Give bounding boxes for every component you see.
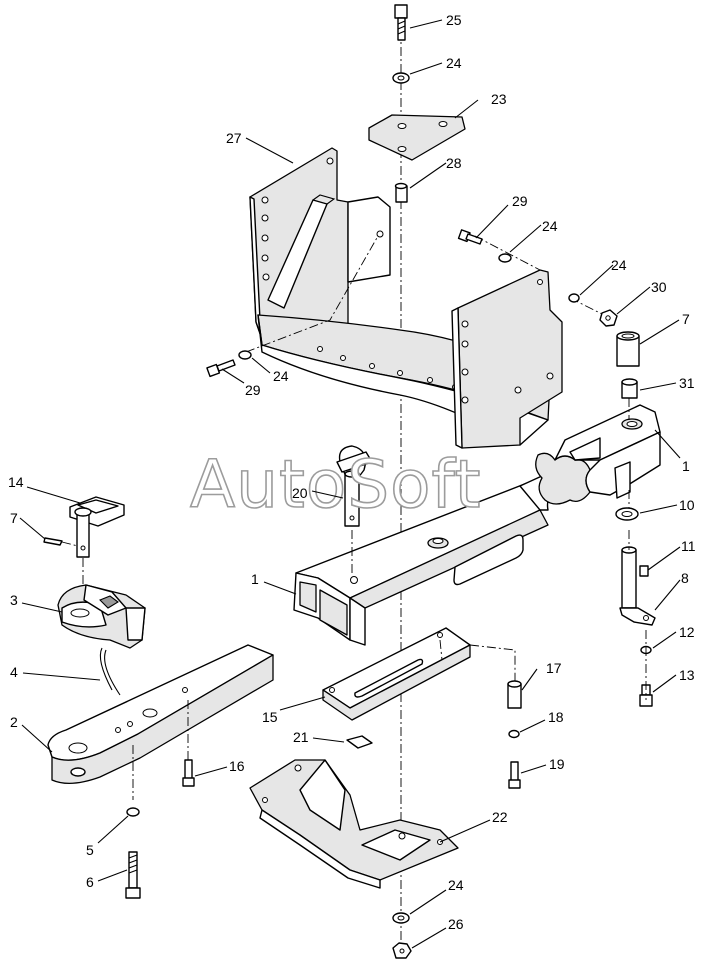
callout-1: 1: [251, 571, 259, 587]
part-15-slide-plate: [322, 627, 471, 721]
part-31-bushing: [621, 378, 638, 399]
part-19-bolt: [508, 761, 521, 789]
callout-7: 7: [10, 510, 18, 526]
callout-13: 13: [679, 667, 695, 683]
callout-28: 28: [446, 155, 462, 171]
part-29-bolt-lower: [206, 359, 236, 378]
callout-25: 25: [446, 12, 462, 28]
callout-26: 26: [448, 916, 464, 932]
callout-12: 12: [679, 624, 695, 640]
part-18-lockwasher: [508, 729, 520, 739]
part-24-washer-right: [568, 293, 580, 303]
part-28-bushing: [394, 182, 408, 203]
callout-16: 16: [229, 758, 245, 774]
callout-24: 24: [542, 218, 558, 234]
callout-1: 1: [682, 458, 690, 474]
part-8-pin: [619, 546, 656, 626]
callout-24: 24: [446, 55, 462, 71]
callout-23: 23: [491, 91, 507, 107]
callout-14: 14: [8, 474, 24, 490]
part-5-washer: [126, 807, 140, 817]
callout-27: 27: [226, 130, 242, 146]
callout-15: 15: [262, 709, 278, 725]
part-7-clip-pin: [43, 537, 63, 546]
callout-22: 22: [492, 809, 508, 825]
part-23-plate: [368, 114, 466, 161]
part-1-drawbar-section: [535, 404, 661, 505]
callout-31: 31: [679, 375, 695, 391]
callout-11: 11: [681, 538, 696, 554]
part-21-clip: [346, 735, 373, 749]
part-17-spacer: [507, 680, 522, 709]
callout-5: 5: [86, 842, 94, 858]
part-22-bottom-bracket: [249, 759, 459, 889]
part-6-bolt: [125, 851, 141, 899]
callout-24: 24: [273, 368, 289, 384]
callout-30: 30: [651, 279, 667, 295]
callout-3: 3: [10, 592, 18, 608]
leader-lines: [19, 19, 681, 949]
callout-2: 2: [10, 714, 18, 730]
part-25-bolt: [394, 4, 408, 41]
callout-20: 20: [292, 485, 308, 501]
callout-labels: 25 24 23 27 28 29 24 24 30 7 31 24 29 1 …: [8, 12, 696, 932]
part-29-bolt-upper: [457, 229, 483, 245]
callout-8: 8: [681, 570, 689, 586]
callout-29: 29: [245, 382, 261, 398]
callout-7: 7: [682, 311, 690, 327]
callout-17: 17: [546, 660, 562, 676]
part-11-spring-pin: [639, 565, 649, 577]
callout-4: 4: [10, 664, 18, 680]
callout-19: 19: [549, 756, 565, 772]
watermark-text: AutoSoft: [190, 446, 481, 523]
part-14-pin-with-ring: [69, 496, 125, 558]
callout-18: 18: [548, 709, 564, 725]
part-2-drawbar-bar: [47, 644, 274, 784]
part-16-bolt: [182, 759, 195, 787]
callout-21: 21: [293, 729, 309, 745]
callout-6: 6: [86, 874, 94, 890]
part-24-washer-lower: [238, 350, 252, 360]
callout-10: 10: [679, 497, 695, 513]
callout-24: 24: [448, 877, 464, 893]
part-4-spring-clip: [99, 647, 121, 696]
part-7-bushing-upper: [616, 331, 640, 367]
callout-29: 29: [512, 193, 528, 209]
part-27-frame: [249, 147, 563, 449]
part-3-clevis: [57, 584, 146, 649]
part-20-hitch-pin: [336, 445, 373, 527]
part-24-washer-upper: [498, 253, 512, 263]
callout-24: 24: [611, 257, 627, 273]
